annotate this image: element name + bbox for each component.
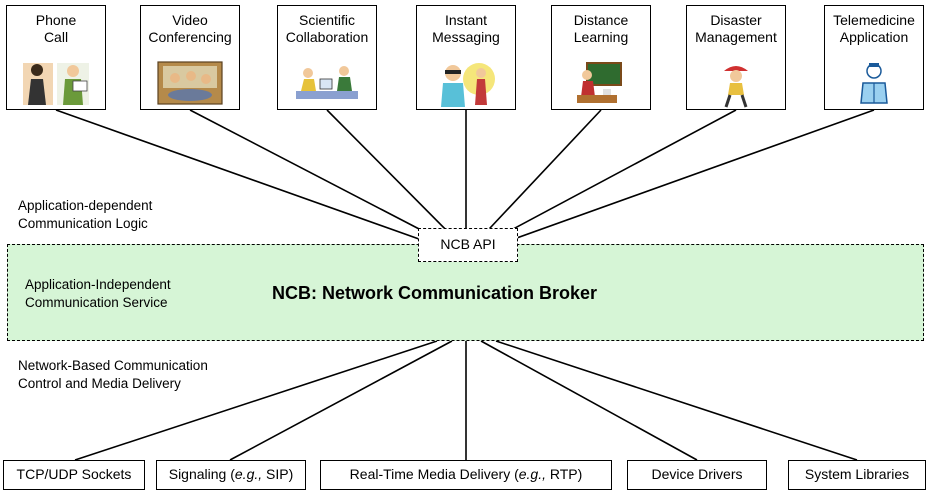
distance-learning-icon bbox=[577, 62, 622, 103]
disaster-management-icon bbox=[724, 66, 748, 108]
connector-phone bbox=[55, 109, 434, 245]
app-telemedicine-application: Telemedicine Application bbox=[824, 5, 924, 110]
network-based-label: Network-Based Communication Control and … bbox=[18, 358, 208, 391]
app-scientific-collaboration: Scientific Collaboration bbox=[277, 5, 377, 110]
app-dependent-label: Application-dependent Communication Logi… bbox=[18, 198, 153, 231]
app-label: Video Conferencing bbox=[148, 12, 232, 45]
box-signaling: Signaling (e.g., SIP) bbox=[156, 460, 306, 490]
device-label: Device Drivers bbox=[651, 466, 743, 482]
app-disaster-management: Disaster Management bbox=[686, 5, 786, 110]
app-video-conferencing: Video Conferencing bbox=[140, 5, 240, 110]
ncb-title: NCB: Network Communication Broker bbox=[272, 283, 598, 303]
signaling-suffix: SIP) bbox=[262, 466, 294, 482]
box-system-libraries: System Libraries bbox=[788, 460, 926, 490]
connector-disaster bbox=[484, 109, 737, 245]
box-tcp-udp-sockets: TCP/UDP Sockets bbox=[3, 460, 145, 490]
instant-messaging-icon bbox=[441, 63, 495, 107]
app-instant-messaging: Instant Messaging bbox=[416, 5, 516, 110]
app-label: Telemedicine Application bbox=[833, 12, 915, 45]
app-phone-call: Phone Call bbox=[6, 5, 106, 110]
rtmd-eg: e.g., bbox=[518, 466, 546, 482]
phone-call-icon bbox=[23, 63, 89, 105]
connector-signaling bbox=[229, 340, 453, 461]
connector-video bbox=[189, 109, 449, 245]
video-conferencing-icon bbox=[157, 61, 223, 105]
signaling-eg: e.g., bbox=[234, 466, 263, 482]
syslib-label: System Libraries bbox=[804, 466, 910, 482]
tcp-label: TCP/UDP Sockets bbox=[16, 466, 132, 482]
box-real-time-media-delivery: Real-Time Media Delivery (e.g., RTP) bbox=[320, 460, 612, 490]
app-label: Instant Messaging bbox=[432, 12, 500, 45]
ncb-api-box: NCB API bbox=[418, 228, 518, 262]
scientific-collaboration-icon bbox=[296, 66, 358, 99]
box-device-drivers: Device Drivers bbox=[627, 460, 767, 490]
app-label: Phone Call bbox=[35, 12, 77, 45]
app-label: Disaster Management bbox=[695, 12, 777, 45]
connector-scientific bbox=[326, 109, 461, 245]
app-distance-learning: Distance Learning bbox=[551, 5, 651, 110]
connector-distance bbox=[474, 109, 602, 245]
signaling-prefix: Signaling ( bbox=[168, 466, 235, 482]
rtmd-suffix: RTP) bbox=[546, 466, 583, 482]
telemedicine-icon bbox=[860, 63, 888, 104]
connector-tcp bbox=[74, 340, 438, 461]
connector-telemedicine bbox=[499, 109, 875, 245]
rtmd-prefix: Real-Time Media Delivery ( bbox=[349, 466, 519, 482]
connector-syslib bbox=[495, 340, 858, 461]
app-label: Scientific Collaboration bbox=[285, 12, 369, 45]
app-independent-label: Application-Independent Communication Se… bbox=[25, 277, 171, 310]
connector-device bbox=[480, 340, 698, 461]
app-label: Distance Learning bbox=[573, 12, 629, 45]
